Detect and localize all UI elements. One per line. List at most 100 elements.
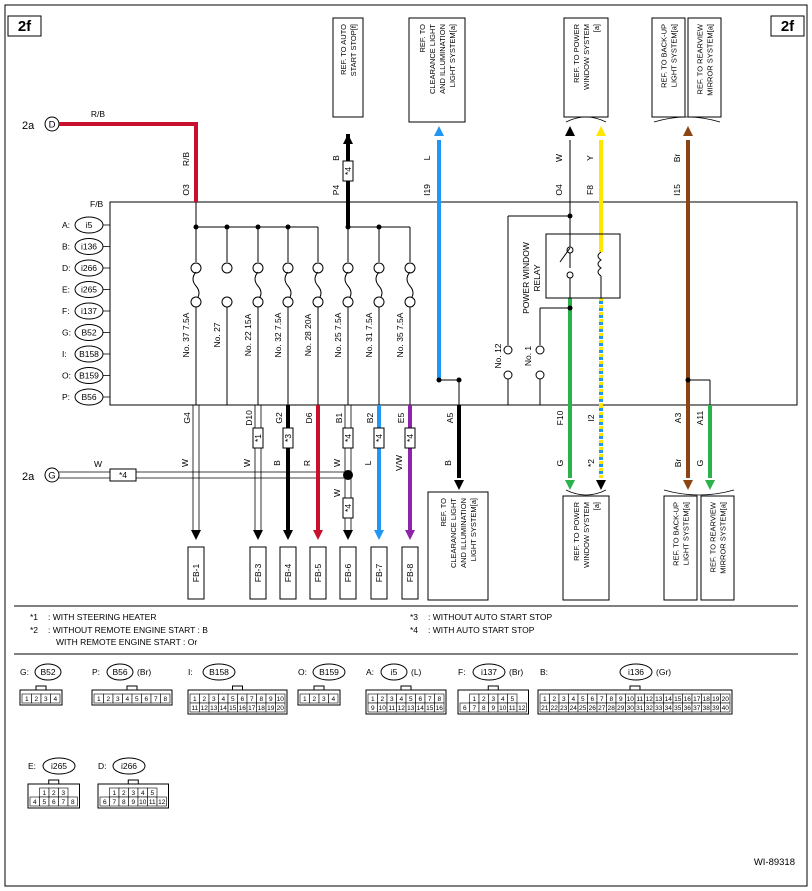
f10-color: G <box>555 460 565 467</box>
switch-no12-bottom <box>503 370 513 380</box>
wire-input-d <box>59 122 198 202</box>
legend-pin-number: 33 <box>655 705 663 712</box>
arrow-i2 <box>596 480 606 490</box>
bottom-color: B <box>272 460 282 466</box>
input-g-ref: 2a <box>22 471 35 483</box>
legend-pin-number: 5 <box>150 790 154 797</box>
ref-top-text: REF. TO BACK-UP <box>660 24 669 88</box>
legend-pin-number: 4 <box>501 696 505 703</box>
connector-prefix: I: <box>62 349 67 359</box>
bottom-pin: G2 <box>274 412 284 424</box>
bottom-pin: B2 <box>365 413 375 424</box>
legend-pin-number: 8 <box>609 696 613 703</box>
legend-pin-number: 3 <box>44 696 48 703</box>
ref-top-text: CLEARANCE LIGHT <box>428 24 437 94</box>
legend-pin-number: 8 <box>163 696 167 703</box>
ref-top-text: LIGHT SYSTEM[a] <box>670 24 679 87</box>
bottom-pin: E5 <box>396 413 406 424</box>
legend-pin-number: 8 <box>482 705 486 712</box>
legend-pin-number: 5 <box>42 799 46 806</box>
fb-label: FB-1 <box>191 564 201 583</box>
legend-oval <box>42 757 76 775</box>
arrow-f10 <box>565 480 575 490</box>
ref-top-text: START STOP[f] <box>349 24 358 76</box>
bottom-color: V/W <box>394 455 404 471</box>
legend-pin-number: 27 <box>598 705 606 712</box>
fuse-element <box>375 271 383 301</box>
input-g-circle-label: G <box>48 471 55 482</box>
fuse-element <box>284 271 292 301</box>
legend-pin-number: 3 <box>390 696 394 703</box>
legend-pin-number: 4 <box>33 799 37 806</box>
legend-pin-number: 6 <box>52 799 56 806</box>
legend-pin-number: 15 <box>229 705 237 712</box>
legend-pin-number: 12 <box>201 705 209 712</box>
fb-box <box>309 546 327 600</box>
legend-pin-number: 1 <box>371 696 375 703</box>
b1-note2-box <box>342 497 354 519</box>
legend-pin-number: 28 <box>608 705 616 712</box>
ref-top-text: REF. TO AUTO <box>339 24 348 75</box>
legend-pin-number: 4 <box>141 790 145 797</box>
legend-pin-number: 3 <box>322 696 326 703</box>
legend-latch <box>313 685 325 691</box>
ref-bottom-text: LIGHT SYSTEM[a] <box>469 498 478 561</box>
legend-pin-number: 5 <box>409 696 413 703</box>
note-key: *3 <box>410 612 418 622</box>
fuse-box-frame <box>109 201 798 406</box>
ref-top-text: LIGHT SYSTEM[a] <box>448 24 457 87</box>
legend-pin-number: 8 <box>71 799 75 806</box>
legend-name: B56 <box>112 667 127 677</box>
legend-pin-number: 11 <box>388 705 395 712</box>
fuse-label: No. 32 7.5A <box>273 312 283 357</box>
legend-pin-number: 7 <box>472 705 476 712</box>
connector-prefix: P: <box>62 392 70 402</box>
fuse-terminal-bottom <box>282 296 294 308</box>
legend-name: i265 <box>51 761 67 771</box>
connector-name: B52 <box>81 328 96 338</box>
legend-pin-number: 32 <box>646 705 654 712</box>
legend-pin-number: 7 <box>61 799 65 806</box>
legend-pin-number: 1 <box>25 696 29 703</box>
connector-prefix: G: <box>62 328 71 338</box>
connector-name: i266 <box>81 263 97 273</box>
ref-top-text: REF. TO POWER <box>572 23 581 82</box>
legend-prefix: G: <box>20 667 29 677</box>
figure-id: WI-89318 <box>754 857 795 868</box>
fuse-terminal-top <box>252 262 264 274</box>
arrow-f8 <box>596 126 606 136</box>
fb-label: FB-8 <box>405 564 415 583</box>
legend-pin-number: 8 <box>437 696 441 703</box>
bottom-note-box <box>373 427 385 449</box>
legend-pin-number: 15 <box>674 696 682 703</box>
bottom-note-text: *4 <box>374 434 384 442</box>
ref-top-text: WINDOW SYSTEM <box>582 24 591 90</box>
legend-pin-number: 7 <box>154 696 158 703</box>
ref-top-brace-bu <box>653 116 721 123</box>
legend-pin-number: 12 <box>518 705 526 712</box>
legend-pin-number: 14 <box>665 696 673 703</box>
legend-pin-number: 15 <box>426 705 434 712</box>
o4-pin: O4 <box>554 184 564 196</box>
o4-color: W <box>554 154 564 162</box>
legend-pin-number: 4 <box>399 696 403 703</box>
legend-pin-number: 10 <box>379 705 387 712</box>
ref-bottom-text: WINDOW SYSTEM <box>582 502 591 568</box>
legend-pin-number: 6 <box>418 696 422 703</box>
fb-label: FB-4 <box>283 564 293 583</box>
connector-prefix: D: <box>62 263 71 273</box>
ref-bottom-text: REF. TO <box>439 498 448 527</box>
bottom-note-box <box>282 427 294 449</box>
legend-prefix: E: <box>28 761 36 771</box>
legend-pin-number: 21 <box>541 705 549 712</box>
notes: *1: WITH STEERING HEATER*2: WITHOUT REMO… <box>30 612 553 647</box>
page-tag-left <box>7 15 42 37</box>
input-d-circle-label: D <box>49 120 56 131</box>
legend-pin-number: 5 <box>231 696 235 703</box>
note-text: : WITHOUT AUTO START STOP <box>428 612 553 622</box>
fb-box <box>187 546 205 600</box>
legend-pin <box>160 693 171 704</box>
fuse-element <box>344 271 352 301</box>
